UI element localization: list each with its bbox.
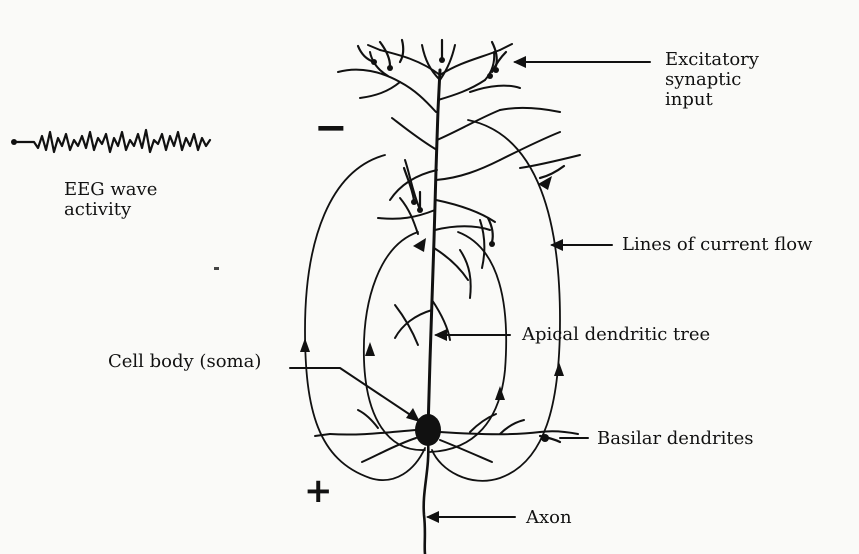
axon-label: Axon: [526, 508, 572, 528]
eeg-wave-line: [14, 130, 210, 152]
outer-right-flow-loop: [432, 120, 560, 481]
current-flow-label: Lines of current flow: [622, 235, 812, 255]
axon-line: [424, 440, 429, 554]
apical-dendrite-branches: [338, 44, 580, 345]
eeg-wave-trace: [11, 130, 210, 152]
synaptic-input-terminals: [358, 40, 564, 442]
basilar-dendrites-label: Basilar dendrites: [597, 429, 754, 449]
outer-right-up-arrowhead: [554, 362, 564, 376]
positive-pole-sign: +: [304, 474, 333, 508]
basilar-dendrite-branches: [315, 410, 578, 462]
soma-shape: [415, 414, 441, 446]
inner-top-down-arrowhead: [413, 238, 426, 252]
outer-left-up-arrowhead: [300, 338, 310, 352]
cell-body-label: Cell body (soma): [108, 352, 261, 372]
negative-pole-sign: −: [314, 108, 348, 148]
inner-right-up-arrowhead: [495, 386, 505, 400]
eeg-activity-label: EEG wave activity: [64, 180, 157, 220]
excitatory-input-label: Excitatory synaptic input: [665, 50, 759, 110]
inner-left-up-arrowhead: [365, 342, 375, 356]
apical-tree-label: Apical dendritic tree: [522, 325, 710, 345]
stray-mark: [214, 267, 219, 270]
